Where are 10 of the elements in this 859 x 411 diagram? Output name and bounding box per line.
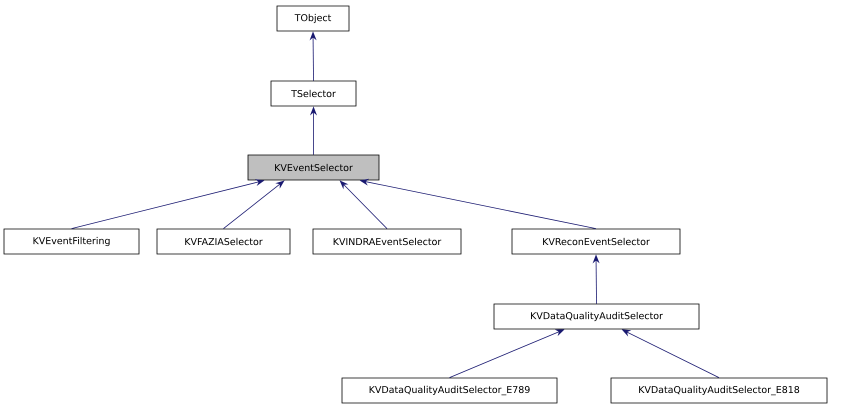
class-box: KVFAZIASelector bbox=[156, 228, 290, 254]
class-box: KVDataQualityAuditSelector_E818 bbox=[610, 378, 828, 404]
class-box: KVEventFiltering bbox=[4, 228, 140, 254]
class-box: KVDataQualityAuditSelector_E789 bbox=[342, 378, 558, 404]
class-box: TObject bbox=[276, 6, 350, 32]
class-box: TSelector bbox=[270, 80, 356, 106]
class-box: KVDataQualityAuditSelector bbox=[494, 304, 700, 330]
class-box: KVReconEventSelector bbox=[512, 228, 680, 254]
class-box: KVEventSelector bbox=[248, 154, 380, 180]
class-box: KVINDRAEventSelector bbox=[312, 228, 462, 254]
